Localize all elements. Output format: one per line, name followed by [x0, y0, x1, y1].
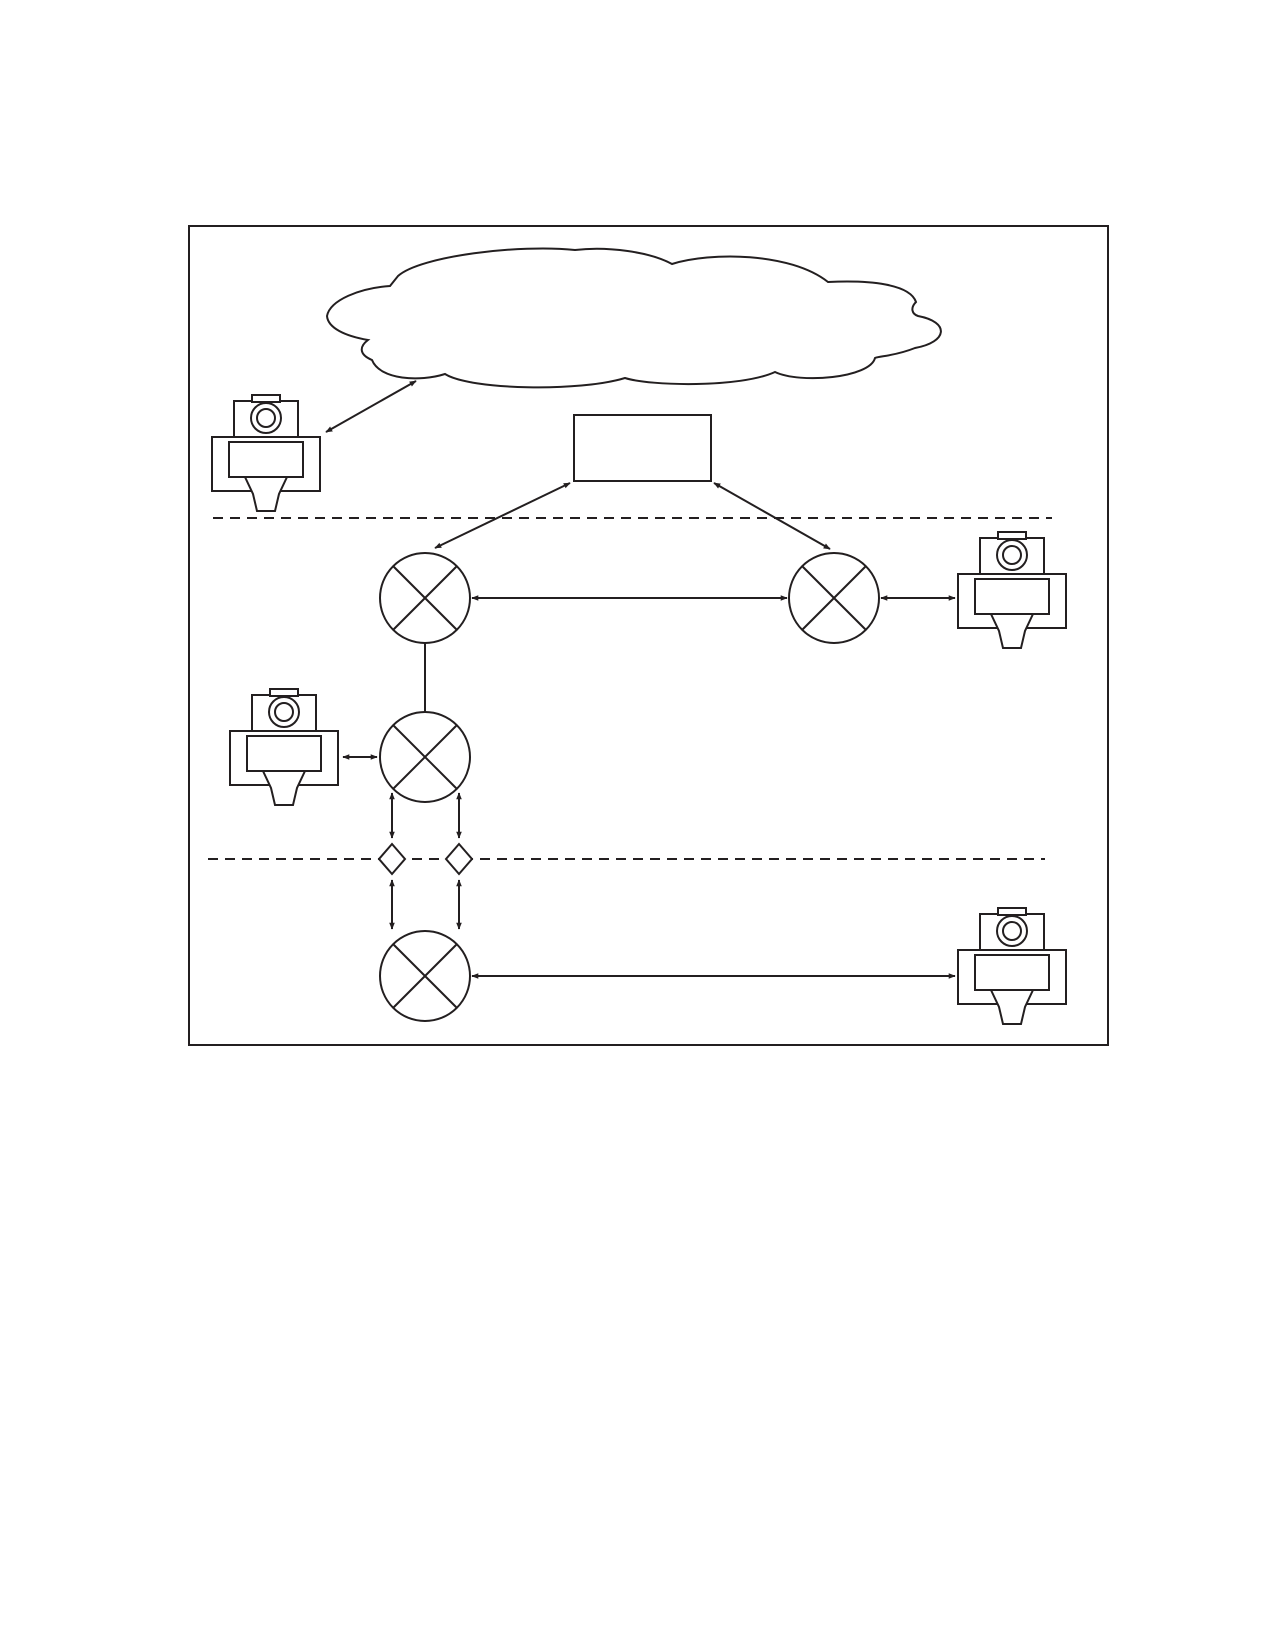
central-box: [573, 414, 712, 482]
edge-box-switch-a: [434, 482, 571, 549]
camera-device-icon: [957, 531, 1067, 649]
switch-d: [379, 930, 471, 1022]
edge-box-switch-b: [713, 482, 831, 550]
cloud-network: [325, 247, 942, 389]
switch-c: [379, 711, 471, 803]
camera-device-icon: [957, 907, 1067, 1025]
edge-device1-cloud: [325, 380, 417, 433]
switch-a: [379, 552, 471, 644]
camera-device-icon: [211, 394, 321, 512]
switch-b: [788, 552, 880, 644]
diamond-connector-1: [377, 842, 407, 876]
diamond-connector-2: [444, 842, 474, 876]
diagram-frame: [188, 225, 1109, 1046]
camera-device-icon: [229, 688, 339, 806]
connections: [325, 380, 956, 979]
